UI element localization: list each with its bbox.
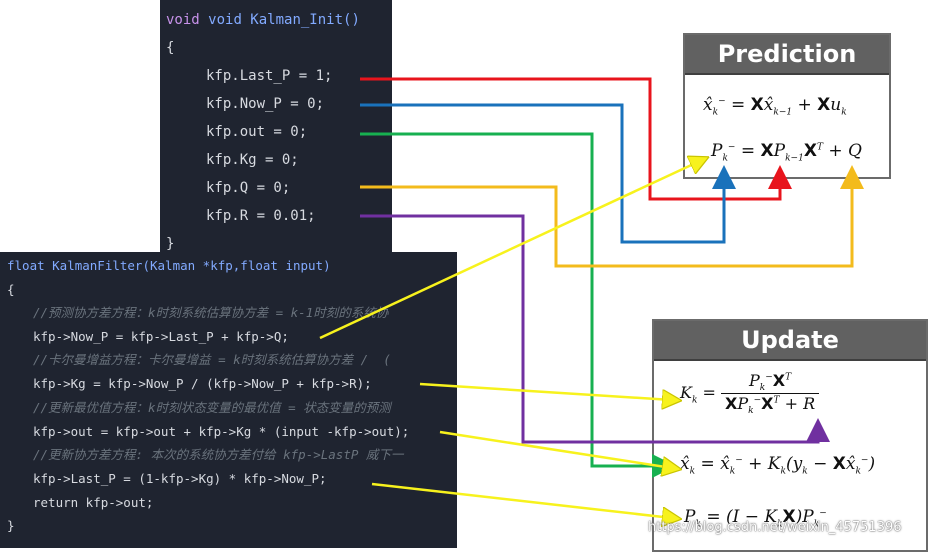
update-title: Update — [654, 321, 926, 361]
update-box: Update Kk = Pk−XT XPk−XT + R x̂k = x̂k− … — [652, 319, 928, 552]
init-line-r: kfp.R = 0.01; — [206, 208, 316, 224]
init-line-now-p: kfp.Now_P = 0; — [206, 96, 325, 112]
wire-yellow-kg — [419, 382, 672, 400]
update-covariance-equation: Pk = (I − KkX)Pk− — [684, 507, 827, 530]
init-line-q: kfp.Q = 0; — [206, 180, 291, 196]
filter-comment-covariance: //更新协方差方程: 本次的系统协方差付给 kfp->LastP 威下一 — [33, 447, 404, 462]
prediction-title: Prediction — [685, 35, 889, 75]
update-gain-fraction: Pk−XT XPk−XT + R — [721, 371, 820, 416]
filter-line-kg: kfp->Kg = kfp->Now_P / (kfp->Now_P + kfp… — [33, 376, 372, 391]
prediction-box: Prediction x̂k− = Xx̂k−1 + Xuk Pk− = XPk… — [683, 33, 891, 179]
init-open-brace: { — [166, 40, 175, 56]
filter-line-now-p: kfp->Now_P = kfp->Last_P + kfp->Q; — [33, 329, 289, 344]
init-function-header: void void Kalman_Init() — [166, 12, 360, 28]
code-panel-kalman-init: void void Kalman_Init() { kfp.Last_P = 1… — [160, 0, 392, 256]
init-line-last-p: kfp.Last_P = 1; — [206, 68, 333, 84]
prediction-covariance-equation: Pk− = XPk−1XT + Q — [711, 141, 862, 164]
update-gain-equation: Kk = Pk−XT XPk−XT + R — [680, 371, 820, 416]
init-close-brace: } — [166, 236, 175, 252]
update-state-equation: x̂k = x̂k− + Kk(yk − Xx̂k−) — [680, 454, 876, 477]
filter-function-header: float KalmanFilter(Kalman *kfp,float inp… — [7, 258, 331, 273]
wire-blue-now-p — [360, 103, 736, 244]
init-line-kg: kfp.Kg = 0; — [206, 152, 299, 168]
watermark: https://blog.csdn.net/weixin_45751396 — [648, 520, 902, 535]
prediction-state-equation: x̂k− = Xx̂k−1 + Xuk — [703, 95, 847, 118]
filter-comment-optimal: //更新最优值方程：k时刻状态变量的最优值 = 状态变量的预测 — [33, 400, 391, 415]
init-line-out: kfp.out = 0; — [206, 124, 308, 140]
filter-comment-predict: //预测协方差方程：k时刻系统估算协方差 = k-1时刻的系统协 — [33, 305, 389, 320]
filter-open-brace: { — [7, 282, 15, 297]
filter-line-last-p: kfp->Last_P = (1-kfp->Kg) * kfp->Now_P; — [33, 471, 327, 486]
filter-close-brace: } — [7, 518, 15, 533]
wire-yellow-out — [439, 430, 672, 468]
filter-line-return: return kfp->out; — [33, 495, 154, 510]
code-panel-kalman-filter: float KalmanFilter(Kalman *kfp,float inp… — [0, 252, 457, 548]
filter-comment-gain: //卡尔曼增益方程：卡尔曼增益 = k时刻系统估算协方差 / ( — [33, 352, 391, 367]
filter-line-out: kfp->out = kfp->out + kfp->Kg * (input -… — [33, 424, 410, 439]
